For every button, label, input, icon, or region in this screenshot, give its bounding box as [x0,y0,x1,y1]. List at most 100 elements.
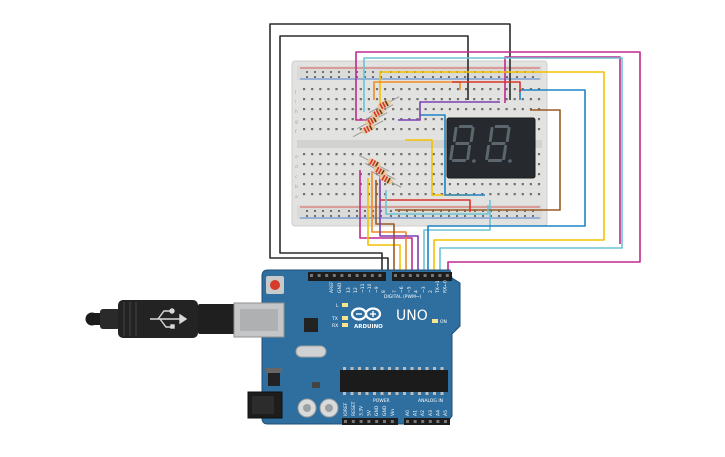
breadboard-hole [505,108,508,111]
wire-lightblue-1 [363,57,623,272]
breadboard-hole [359,88,362,91]
breadboard-hole [424,128,427,131]
breadboard-hole [416,98,419,101]
chip-pin [380,392,384,395]
rail-hole [398,210,400,212]
breadboard-hole [303,183,306,186]
breadboard-hole [432,183,435,186]
breadboard-hole [400,108,403,111]
rail-hole [474,215,476,217]
breadboard-hole [319,98,322,101]
pin-hole [375,420,379,423]
breadboard-hole [359,183,362,186]
rail-hole [348,215,350,217]
breadboard-hole [537,118,541,121]
aref-label: AREF [329,281,335,293]
pin-hole [355,274,359,277]
chip-pin [343,392,346,395]
breadboard-hole [432,108,435,111]
pin-hole [332,274,336,277]
rail-hole [322,76,324,78]
decimal-point [508,159,512,163]
breadboard-hole [521,193,524,196]
breadboard-hole [505,98,508,101]
pin-hole [367,420,371,423]
breadboard-hole [351,98,354,101]
wire-brown-1 [395,109,561,211]
pin-hole [370,274,374,277]
breadboard-hole [384,98,387,101]
breadboard-hole [456,88,460,91]
breadboard-hole [359,128,362,131]
breadboard-hole [408,153,411,156]
breadboard-hole [351,128,354,131]
breadboard-hole [367,153,370,156]
chip-pin [403,367,406,370]
breadboard-hole [416,118,419,121]
breadboard-hole [481,183,484,186]
segment [469,127,475,142]
breadboard-hole [351,108,354,111]
chip-pin [365,392,369,395]
rail-hole [314,215,316,217]
wire-brown-2 [375,180,395,272]
segment [455,142,470,145]
rail-hole [306,71,308,73]
breadboard-hole [335,118,338,121]
pin-hole [394,274,397,277]
breadboard-hole [432,128,435,131]
breadboard-hole [343,173,346,176]
row-letter-i: i [295,99,296,105]
breadboard-hole [311,118,314,121]
row-letter-c: c [295,175,298,180]
breadboard-hole [489,98,492,101]
breadboard-hole [335,163,338,166]
pin-hole [401,274,405,277]
breadboard-hole [537,183,541,186]
breadboard-hole [537,88,541,91]
breadboard-hole [513,98,516,101]
breadboard-hole [440,88,443,91]
breadboard-hole [384,153,387,156]
chip-pin [433,367,436,370]
breadboard-hole [440,153,443,156]
power-pin-label: GND [382,405,388,416]
breadboard-hole [303,163,306,166]
rail-hole [330,76,332,78]
breadboard-hole [489,108,492,111]
pin-hole [351,420,355,423]
pin-hole [363,274,367,277]
rail-hole [322,71,324,73]
breadboard-hole [465,88,468,91]
chip-pin [373,392,376,395]
rail-hole [482,210,484,212]
breadboard-hole [375,88,379,91]
digital-pin-label: ~9 [374,286,380,293]
display-digits [449,125,512,163]
row-letter-a: a [295,195,298,200]
rail-hole [432,76,434,78]
power-pin-label: IOREF [343,402,349,416]
breadboard-hole [400,173,403,176]
rail-hole [330,215,332,217]
power-header-label: POWER [373,398,390,404]
breadboard-hole [327,88,330,91]
wire-lightblue-2 [423,200,491,272]
digital-header-label: DIGITAL (PWM~) [384,294,422,300]
row-letter-f: f [295,129,297,135]
pin-hole [344,420,347,423]
analog-pin-label: A3 [428,410,434,416]
rail-hole [506,215,508,217]
rail-hole [432,210,434,212]
rail-hole [506,76,508,78]
pin-hole [408,274,412,277]
led-l-label: L [336,303,339,309]
breadboard-hole [489,193,492,196]
breadboard-hole [481,98,484,101]
rail-hole [516,210,518,212]
segment [494,125,509,128]
wire-blue-2 [420,114,485,196]
breadboard-hole [416,153,419,156]
breadboard-hole [351,173,354,176]
segment [458,125,473,128]
